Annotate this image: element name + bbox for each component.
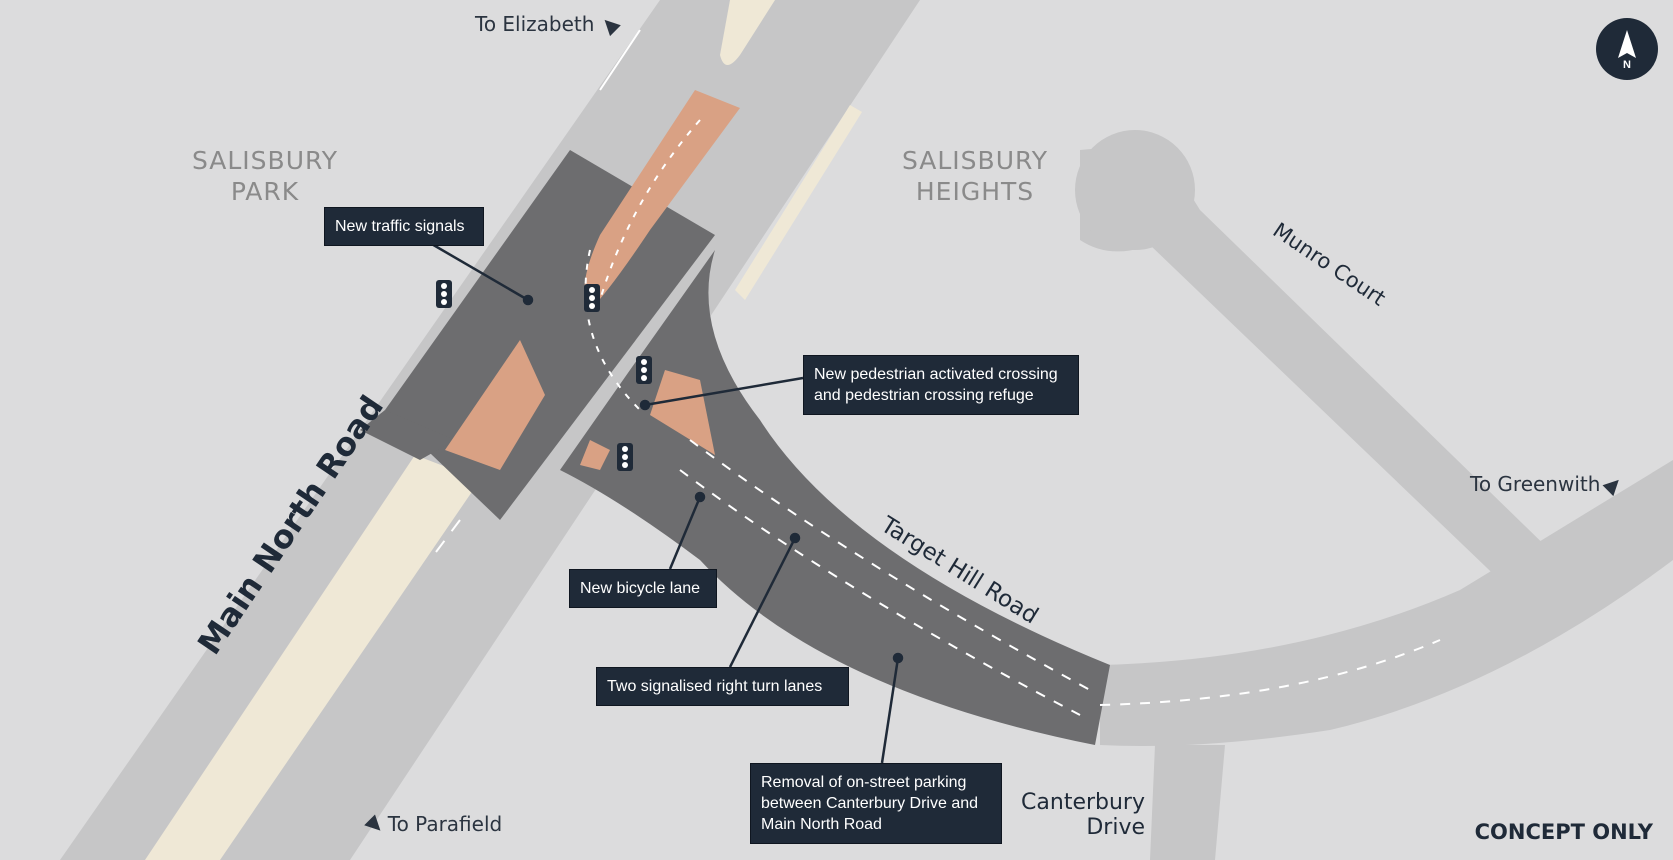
road-label-canterbury-drive: Canterbury Drive [1021, 790, 1145, 840]
callout-parking-removal: Removal of on-street parking between Can… [750, 763, 1002, 844]
callout-right-turn-lanes: Two signalised right turn lanes [596, 667, 849, 706]
traffic-light-icon-4 [617, 443, 633, 471]
munro-court [1080, 148, 1560, 590]
callout-traffic-signals: New traffic signals [324, 207, 484, 246]
destination-elizabeth: To Elizabeth ▲ [475, 10, 622, 38]
traffic-light-icon-1 [436, 280, 452, 308]
compass-label: N [1623, 59, 1631, 71]
callout-bicycle-lane: New bicycle lane [569, 569, 717, 608]
callout-leaders [429, 241, 904, 764]
footpath-east [735, 105, 862, 300]
north-arrow-glyph [1618, 30, 1636, 58]
lane-markings [429, 29, 1441, 716]
traffic-light-icon-3 [636, 356, 652, 384]
crossing-refuge [650, 370, 715, 455]
munro-court-cul-de-sac [1075, 130, 1195, 250]
concept-only-label: CONCEPT ONLY [1474, 820, 1653, 844]
destination-greenwith-text: To Greenwith [1470, 472, 1601, 496]
target-hill-road-east [1100, 460, 1673, 746]
area-label-salisbury-park: SALISBURY PARK [191, 146, 339, 206]
north-arrow-icon: N [1596, 18, 1658, 80]
median-north [720, 0, 775, 65]
destination-greenwith: To Greenwith ▲ [1470, 470, 1628, 498]
destination-parafield: ▼ To Parafield [360, 810, 503, 838]
traffic-light-icon-2 [584, 284, 600, 312]
callout-pedestrian-crossing: New pedestrian activated crossing and pe… [803, 355, 1079, 415]
median-south [145, 455, 480, 860]
area-label-salisbury-heights: SALISBURY HEIGHTS [901, 146, 1049, 206]
destination-parafield-text: To Parafield [387, 812, 503, 836]
median-refuge-north [584, 90, 740, 310]
existing-medians [145, 0, 862, 860]
median-refuge-south [445, 340, 545, 470]
new-medians [445, 90, 740, 470]
target-hill-road-new [560, 250, 1110, 745]
destination-elizabeth-text: To Elizabeth [475, 12, 595, 36]
main-north-road-new-south-left [360, 410, 455, 460]
turn-island [580, 440, 610, 470]
traffic-signal-icons [436, 280, 652, 471]
canterbury-drive [1150, 745, 1225, 860]
